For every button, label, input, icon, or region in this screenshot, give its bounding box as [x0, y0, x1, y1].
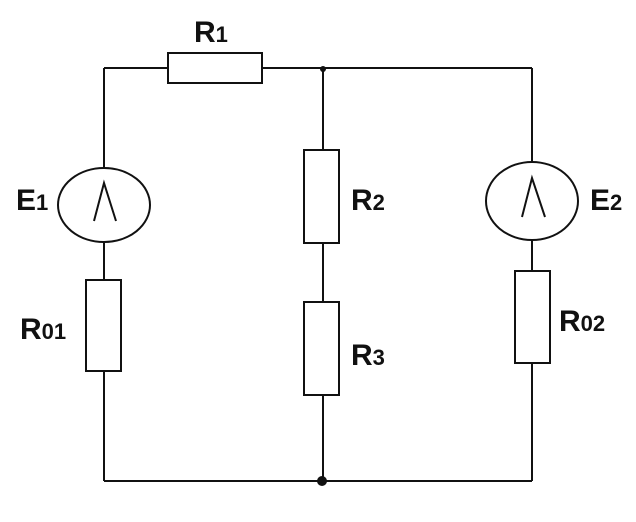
- label-e1: E1: [16, 184, 48, 217]
- junction-bottom: [317, 476, 327, 486]
- label-e2: E2: [590, 184, 622, 217]
- resistor-r02: [514, 270, 551, 364]
- label-r1: R1: [194, 16, 228, 49]
- junction-top: [320, 66, 326, 72]
- source-e1: [57, 167, 151, 243]
- resistor-r2: [303, 149, 340, 244]
- resistor-r3: [303, 301, 340, 396]
- source-e1-arrow-icon: [93, 179, 117, 222]
- wires: [103, 67, 533, 482]
- source-e1-circle: [57, 167, 151, 243]
- source-e2-circle: [485, 161, 579, 241]
- source-e2-arrow-icon: [521, 174, 546, 218]
- source-e2: [485, 161, 579, 241]
- label-r02: R02: [559, 305, 605, 338]
- resistor-r1: [167, 52, 263, 84]
- label-r2: R2: [351, 184, 385, 217]
- resistor-r01: [85, 279, 122, 372]
- label-r3: R3: [351, 339, 385, 372]
- label-r01: R01: [20, 313, 66, 346]
